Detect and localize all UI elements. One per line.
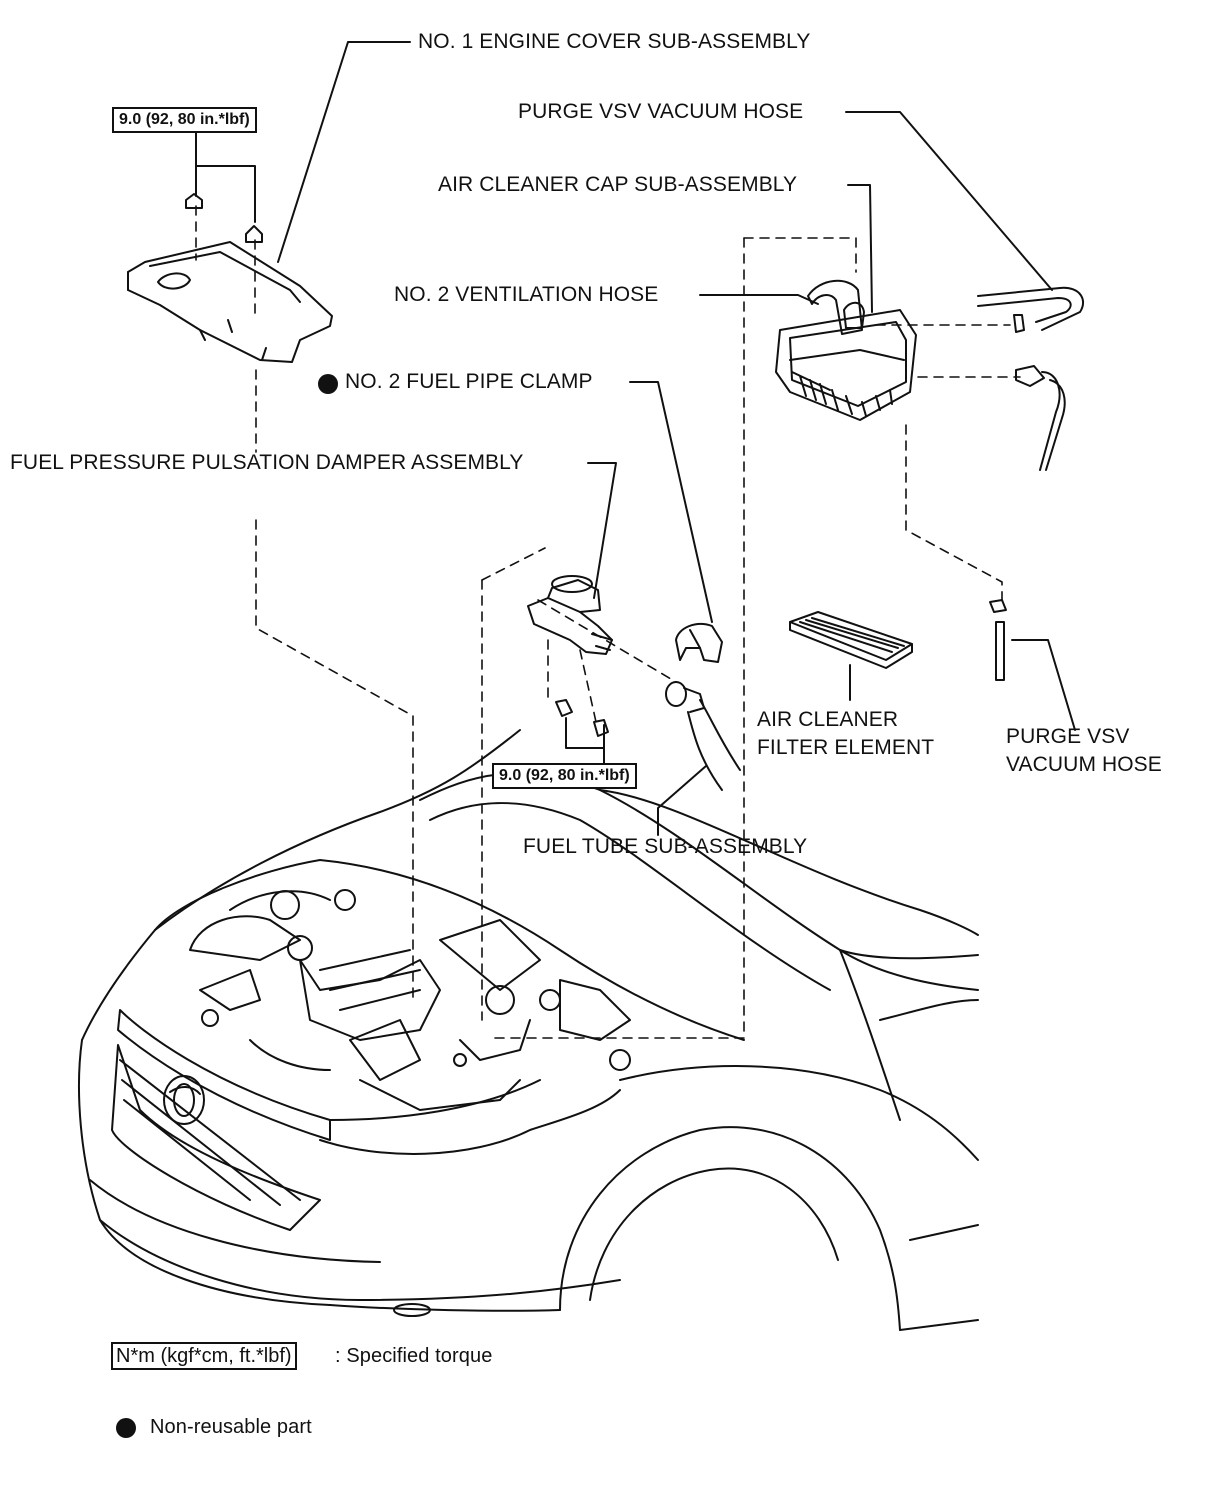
- purge-vsv-hose-top-part: [977, 286, 1085, 471]
- leader-lines: [195, 41, 1076, 836]
- nonreusable-marker-clamp: [318, 374, 338, 394]
- label-pulsation-damper: FUEL PRESSURE PULSATION DAMPER ASSEMBLY: [10, 451, 524, 474]
- fuel-tube-part: [665, 681, 741, 791]
- legend-nonreusable-text: Non-reusable part: [150, 1416, 312, 1438]
- label-fuel-pipe-clamp: NO. 2 FUEL PIPE CLAMP: [345, 370, 593, 393]
- air-filter-element-part: [789, 611, 913, 669]
- legend-torque-box: N*m (kgf*cm, ft.*lbf): [111, 1342, 297, 1370]
- air-cleaner-cap-part: [775, 279, 917, 421]
- label-ventilation-hose: NO. 2 VENTILATION HOSE: [394, 283, 659, 306]
- label-purge-hose-bottom-line2: VACUUM HOSE: [1006, 753, 1162, 776]
- fuel-pipe-clamp-part: [675, 622, 723, 663]
- torque-box-damper: 9.0 (92, 80 in.*lbf): [492, 763, 637, 789]
- label-purge-hose-bottom-line1: PURGE VSV: [1006, 725, 1130, 748]
- label-air-cleaner-cap: AIR CLEANER CAP SUB-ASSEMBLY: [438, 173, 798, 196]
- label-fuel-tube: FUEL TUBE SUB-ASSEMBLY: [523, 835, 808, 858]
- label-purge-hose-top: PURGE VSV VACUUM HOSE: [518, 100, 804, 123]
- engine-cover-part: [127, 193, 333, 363]
- label-purge-hose-bottom: PURGE VSV VACUUM HOSE: [1006, 724, 1162, 778]
- label-air-filter-line1: AIR CLEANER: [757, 708, 899, 731]
- purge-vsv-hose-bottom-part: [989, 599, 1007, 681]
- label-air-filter: AIR CLEANER FILTER ELEMENT: [757, 707, 934, 761]
- label-engine-cover: NO. 1 ENGINE COVER SUB-ASSEMBLY: [418, 30, 811, 53]
- car-body: [78, 729, 979, 1331]
- label-air-filter-line2: FILTER ELEMENT: [757, 736, 935, 759]
- legend-nonreusable-dot: [116, 1418, 136, 1438]
- torque-box-engine-cover: 9.0 (92, 80 in.*lbf): [112, 107, 257, 133]
- dashed-alignment-lines: [195, 205, 1021, 1039]
- legend-torque-text: : Specified torque: [335, 1345, 493, 1367]
- pulsation-damper-part: [527, 575, 613, 737]
